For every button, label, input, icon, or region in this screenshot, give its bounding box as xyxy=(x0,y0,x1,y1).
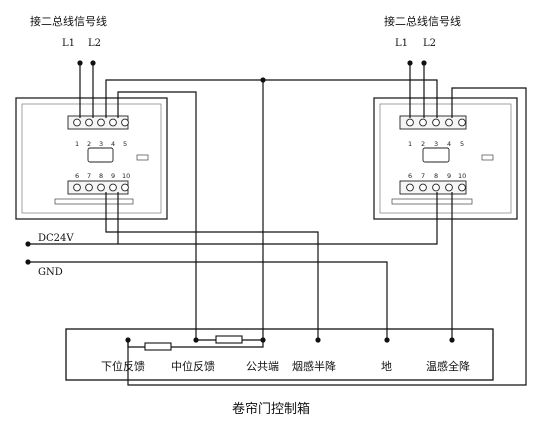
terminal-screw xyxy=(406,118,414,127)
terminal-number: 3 xyxy=(434,140,438,148)
terminal-screw xyxy=(419,183,427,192)
junction-dots xyxy=(25,60,455,343)
terminal-number: 4 xyxy=(111,140,115,148)
junction-dot xyxy=(77,60,83,66)
resistor-left xyxy=(144,342,172,351)
module-left-l1-label: L1 xyxy=(62,38,75,49)
terminal-screw xyxy=(97,183,105,192)
control-box: 下位反馈 中位反馈 公共端 烟感半降 地 温感全降 xyxy=(65,328,494,381)
terminal-number: 9 xyxy=(111,172,115,180)
module-right-top-screws xyxy=(406,118,466,127)
module-left-l2-label: L2 xyxy=(88,38,101,49)
terminal-screw xyxy=(458,183,466,192)
junction-dot xyxy=(315,337,321,343)
terminal-ground: 地 xyxy=(381,360,392,373)
wire-dc24v-rail xyxy=(28,192,438,245)
terminal-screw xyxy=(97,118,105,127)
module-right-indicator-window xyxy=(422,147,450,163)
module-left-bottom-slot xyxy=(54,198,134,205)
terminal-number: 6 xyxy=(408,172,412,180)
terminal-common: 公共端 xyxy=(246,360,279,373)
junction-dot xyxy=(25,241,31,247)
terminal-screw xyxy=(85,183,93,192)
module-right-inner-border xyxy=(379,103,512,214)
terminal-screw xyxy=(432,118,440,127)
junction-dot xyxy=(260,77,266,83)
terminal-screw xyxy=(406,183,414,192)
module-right: 接二总线信号线 L1 L2 1 2 3 4 5 6 7 8 9 10 xyxy=(373,14,518,220)
terminal-screw xyxy=(445,183,453,192)
junction-dot xyxy=(449,337,455,343)
terminal-screw xyxy=(432,183,440,192)
control-box-title: 卷帘门控制箱 xyxy=(232,401,310,417)
terminal-screw xyxy=(73,183,81,192)
wires xyxy=(28,63,527,386)
wire-gnd-rail xyxy=(28,261,388,340)
wire-left-smoke xyxy=(105,192,319,340)
terminal-number: 2 xyxy=(87,140,91,148)
junction-dot xyxy=(125,337,131,343)
terminal-smoke-half-down: 烟感半降 xyxy=(292,359,336,373)
junction-dot xyxy=(407,60,413,66)
module-left-led xyxy=(136,154,149,161)
module-right-l1-label: L1 xyxy=(395,38,408,49)
terminal-number: 7 xyxy=(87,172,91,180)
terminal-screw xyxy=(419,118,427,127)
module-right-led xyxy=(481,154,494,161)
junction-dot xyxy=(384,337,390,343)
terminal-number: 8 xyxy=(434,172,438,180)
terminal-number: 2 xyxy=(421,140,425,148)
module-left-title: 接二总线信号线 xyxy=(30,14,107,28)
wire-common-bus xyxy=(105,79,438,118)
module-right-title: 接二总线信号线 xyxy=(384,14,461,28)
module-left-indicator-window xyxy=(87,147,114,163)
dc24v-label: DC24V xyxy=(38,233,74,244)
terminal-number: 8 xyxy=(99,172,103,180)
module-left-inner-border xyxy=(21,103,162,214)
terminal-screw xyxy=(121,118,129,127)
terminal-screw xyxy=(85,118,93,127)
terminal-mid-feedback: 中位反馈 xyxy=(171,359,215,373)
terminal-screw xyxy=(109,183,117,192)
terminal-screw xyxy=(73,118,81,127)
junction-dot xyxy=(260,337,266,343)
terminal-number: 9 xyxy=(447,172,451,180)
terminal-lower-feedback: 下位反馈 xyxy=(101,359,145,373)
terminal-screw xyxy=(445,118,453,127)
terminal-number: 1 xyxy=(408,140,412,148)
wire-right-low-feedback xyxy=(127,87,527,386)
terminal-number: 10 xyxy=(458,172,466,180)
control-box-frame xyxy=(65,328,494,381)
terminal-number: 1 xyxy=(75,140,79,148)
terminal-number: 7 xyxy=(421,172,425,180)
module-right-bottom-slot xyxy=(391,198,473,205)
junction-dot xyxy=(90,60,96,66)
terminal-number: 5 xyxy=(123,140,127,148)
terminal-screw xyxy=(109,118,117,127)
resistor-right xyxy=(215,335,243,344)
junction-dot xyxy=(25,259,31,265)
gnd-label: GND xyxy=(38,267,63,278)
terminal-number: 5 xyxy=(460,140,464,148)
terminal-heat-full-down: 温感全降 xyxy=(426,359,470,373)
junction-dot xyxy=(193,337,199,343)
module-left: 接二总线信号线 L1 L2 1 2 3 4 5 6 7 8 9 10 xyxy=(15,14,168,220)
terminal-screw xyxy=(458,118,466,127)
module-left-top-screws xyxy=(73,118,129,127)
wire-box-r1-in xyxy=(127,340,145,348)
terminal-number: 4 xyxy=(447,140,451,148)
terminal-number: 6 xyxy=(75,172,79,180)
terminal-screw xyxy=(121,183,129,192)
module-right-bottom-screws xyxy=(406,183,466,192)
junction-dot xyxy=(421,60,427,66)
terminal-number: 10 xyxy=(122,172,130,180)
terminal-number: 3 xyxy=(99,140,103,148)
module-left-bottom-screws xyxy=(73,183,129,192)
wire-left-mid-feedback xyxy=(117,91,197,340)
module-right-l2-label: L2 xyxy=(423,38,436,49)
